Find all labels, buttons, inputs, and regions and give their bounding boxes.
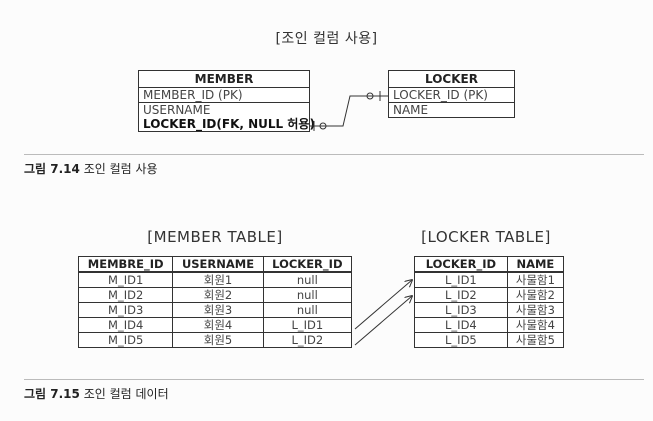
locker-header-cell: LOCKER_ID — [414, 256, 508, 273]
caption-number: 그림 7.15 — [24, 387, 80, 401]
member-entity: MEMBER MEMBER_ID (PK) USERNAME LOCKER_ID… — [138, 70, 315, 132]
figure-7-14-caption: 그림 7.14 조인 컬럼 사용 — [24, 160, 158, 177]
member-table-cell: M_ID2 — [77, 287, 174, 303]
locker-table-title: [LOCKER TABLE] — [421, 228, 551, 246]
member-optional-circle — [319, 122, 327, 130]
caption-number: 그림 7.14 — [24, 162, 80, 176]
locker-table-cell: L_ID5 — [414, 332, 508, 348]
member-header-cell: USERNAME — [172, 256, 264, 273]
locker-entity: LOCKER LOCKER_ID (PK) NAME — [388, 70, 515, 118]
figure-7-15-caption: 그림 7.15 조인 컬럼 데이터 — [24, 385, 169, 402]
caption-divider-2 — [24, 379, 644, 380]
figure-7-14-title: [조인 컬럼 사용] — [275, 31, 378, 47]
caption-text: 조인 컬럼 데이터 — [83, 387, 169, 401]
locker-table-cell: 사물함3 — [506, 302, 565, 318]
member-header-cell: MEMBRE_ID — [77, 256, 174, 273]
member-table-cell: L_ID1 — [262, 317, 353, 333]
locker-optional-circle — [366, 92, 374, 100]
member-table-title: [MEMBER TABLE] — [147, 228, 283, 246]
arrow-lid1 — [354, 280, 412, 330]
member-table-cell: M_ID5 — [77, 332, 174, 348]
member-table-cell: null — [262, 302, 353, 318]
member-id-field: MEMBER_ID (PK) — [143, 88, 243, 102]
locker-name-field: NAME — [389, 102, 514, 117]
caption-divider-1 — [24, 154, 644, 155]
locker-table-cell: L_ID1 — [414, 271, 508, 288]
arrow-lid2 — [354, 296, 412, 346]
member-table-cell: 회원5 — [172, 332, 264, 348]
locker-id-fk-field: LOCKER_ID(FK, NULL 허용) — [143, 117, 315, 131]
member-header-cell: LOCKER_ID — [262, 256, 353, 273]
caption-text: 조인 컬럼 사용 — [83, 162, 158, 176]
member-entity-name: MEMBER — [139, 71, 309, 88]
member-table-cell: L_ID2 — [262, 332, 353, 348]
locker-table-cell: L_ID4 — [414, 317, 508, 333]
locker-header-cell: NAME — [506, 256, 565, 273]
locker-entity-name: LOCKER — [389, 71, 514, 88]
locker-id-pk-field: LOCKER_ID (PK) — [393, 88, 488, 102]
locker-table-cell: 사물함2 — [506, 287, 565, 303]
username-field: USERNAME — [139, 102, 309, 117]
locker-table-cell: 사물함5 — [506, 332, 565, 348]
locker-table-cell: L_ID2 — [414, 287, 508, 303]
